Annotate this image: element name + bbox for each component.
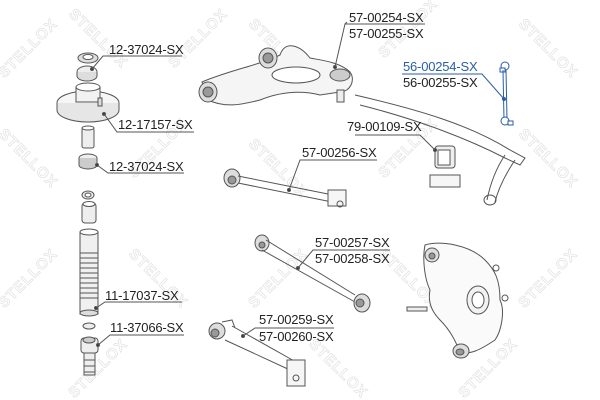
lower-arm-drawing — [254, 234, 371, 313]
part-label-57-00255-sx[interactable]: 57-00255-SX — [349, 26, 424, 41]
part-label-57-00258-sx[interactable]: 57-00258-SX — [315, 251, 390, 266]
stabilizer-bar-drawing — [354, 94, 526, 206]
stabilizer-bushing-drawing — [429, 145, 461, 188]
part-label-57-00254-sx[interactable]: 57-00254-SX — [349, 10, 424, 25]
leader-line-highlighted — [402, 73, 505, 100]
strut-top-mount-drawing — [56, 82, 120, 123]
small-bushing-drawing — [81, 201, 97, 224]
part-label-11-37066-sx[interactable]: 11-37066-SX — [110, 320, 184, 335]
part-label-57-00257-sx[interactable]: 57-00257-SX — [315, 235, 390, 250]
upper-control-arm-drawing — [198, 45, 353, 106]
part-label-79-00109-sx[interactable]: 79-00109-SX — [347, 119, 422, 134]
part-label-57-00256-sx[interactable]: 57-00256-SX — [302, 145, 377, 160]
part-label-56-00254-sx[interactable]: 56-00254-SX — [403, 59, 478, 74]
part-label-12-37024-sx[interactable]: 12-37024-SX — [109, 159, 184, 174]
dust-boot-drawing — [79, 228, 99, 317]
part-label-57-00260-sx[interactable]: 57-00260-SX — [259, 329, 334, 344]
lower-mount-bushing-drawing — [78, 153, 99, 170]
bump-stop-drawing — [80, 322, 100, 376]
washer-drawing — [81, 190, 95, 200]
lateral-link-drawing — [223, 168, 347, 208]
stabilizer-link-drawing — [499, 61, 514, 126]
steering-knuckle-drawing — [406, 242, 509, 359]
leader-lines — [91, 21, 436, 346]
part-label-57-00259-sx[interactable]: 57-00259-SX — [259, 312, 334, 327]
trailing-link-drawing — [208, 319, 306, 387]
part-label-56-00255-sx[interactable]: 56-00255-SX — [403, 75, 478, 90]
part-label-11-17037-sx[interactable]: 11-17037-SX — [105, 288, 179, 303]
sleeve-drawing — [81, 125, 95, 149]
top-mount-bushing-drawing — [76, 52, 99, 82]
part-label-12-37024-sx[interactable]: 12-37024-SX — [109, 42, 184, 57]
part-label-12-17157-sx[interactable]: 12-17157-SX — [118, 117, 193, 132]
